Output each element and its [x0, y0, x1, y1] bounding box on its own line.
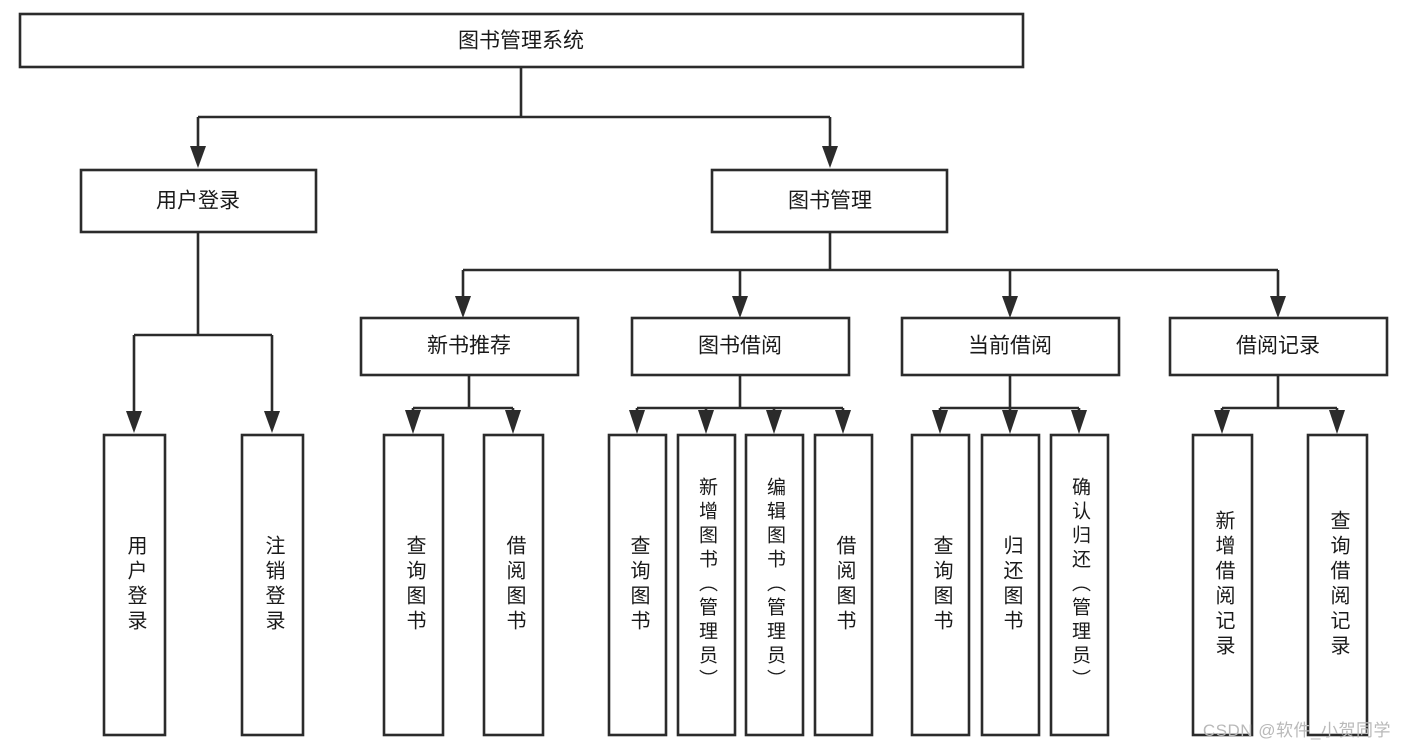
- node-root-box[interactable]: [18, 12, 1025, 69]
- node-leaf-confirm-return[interactable]: [1049, 433, 1110, 737]
- node-leaf-borrow-book-1[interactable]: [482, 433, 545, 737]
- arrow-to-leaf-query-book-2: [629, 410, 645, 434]
- node-user-login-box[interactable]: [79, 168, 318, 234]
- arrow-to-book-borrow: [732, 296, 748, 318]
- connector-layer: [126, 67, 1345, 434]
- arrow-to-leaf-add-record: [1214, 410, 1230, 434]
- node-book-borrow-label: 图书借阅: [698, 335, 782, 358]
- node-leaf-add-book-box[interactable]: [676, 433, 737, 737]
- node-current-borrow-box[interactable]: [900, 316, 1121, 377]
- node-book-borrow-box[interactable]: [630, 316, 851, 377]
- node-book-management-label: 图书管理: [788, 190, 872, 213]
- node-current-borrow[interactable]: 当前借阅: [900, 316, 1121, 377]
- node-leaf-edit-book[interactable]: [744, 433, 805, 737]
- node-new-book-recommend[interactable]: 新书推荐: [359, 316, 580, 377]
- node-root[interactable]: 图书管理系统: [18, 12, 1025, 69]
- arrow-to-leaf-borrow-book-1: [505, 410, 521, 434]
- arrow-root-to-book-management: [822, 146, 838, 168]
- arrow-to-leaf-query-book-3: [932, 410, 948, 434]
- node-leaf-user-login[interactable]: [102, 433, 167, 737]
- arrow-to-current-borrow: [1002, 296, 1018, 318]
- arrow-to-leaf-edit-book: [766, 410, 782, 434]
- arrow-to-leaf-borrow-book-2: [835, 410, 851, 434]
- arrow-to-leaf-query-record: [1329, 410, 1345, 434]
- arrow-to-leaf-logout: [264, 411, 280, 433]
- node-leaf-add-book[interactable]: [676, 433, 737, 737]
- node-leaf-query-book-3-box[interactable]: [910, 433, 971, 737]
- node-leaf-query-book-3[interactable]: [910, 433, 971, 737]
- node-borrow-record[interactable]: 借阅记录: [1168, 316, 1389, 377]
- arrow-to-leaf-return-book: [1002, 410, 1018, 434]
- node-user-login-label: 用户登录: [156, 190, 240, 213]
- node-leaf-confirm-return-box[interactable]: [1049, 433, 1110, 737]
- node-new-book-recommend-label: 新书推荐: [427, 335, 511, 358]
- arrow-to-leaf-query-book-1: [405, 410, 421, 434]
- node-new-book-recommend-box[interactable]: [359, 316, 580, 377]
- node-leaf-query-book-2-box[interactable]: [607, 433, 668, 737]
- arrow-to-borrow-record: [1270, 296, 1286, 318]
- node-book-management-box[interactable]: [710, 168, 949, 234]
- node-leaf-user-login-box[interactable]: [102, 433, 167, 737]
- node-leaf-add-record[interactable]: [1191, 433, 1254, 737]
- arrow-to-leaf-user-login: [126, 411, 142, 433]
- arrow-to-leaf-confirm-return: [1071, 410, 1087, 434]
- node-leaf-borrow-book-2-box[interactable]: [813, 433, 874, 737]
- node-leaf-borrow-book-1-box[interactable]: [482, 433, 545, 737]
- node-leaf-edit-book-box[interactable]: [744, 433, 805, 737]
- node-leaf-logout[interactable]: [240, 433, 305, 737]
- node-current-borrow-label: 当前借阅: [968, 335, 1052, 358]
- node-leaf-borrow-book-2[interactable]: [813, 433, 874, 737]
- arrow-root-to-user-login: [190, 146, 206, 168]
- node-leaf-return-book-box[interactable]: [980, 433, 1041, 737]
- node-leaf-query-book-2[interactable]: [607, 433, 668, 737]
- node-leaf-query-book-1-box[interactable]: [382, 433, 445, 737]
- node-borrow-record-box[interactable]: [1168, 316, 1389, 377]
- arrow-to-new-book-recommend: [455, 296, 471, 318]
- node-user-login[interactable]: 用户登录: [79, 168, 318, 234]
- node-book-borrow[interactable]: 图书借阅: [630, 316, 851, 377]
- node-borrow-record-label: 借阅记录: [1236, 335, 1320, 358]
- node-root-label: 图书管理系统: [458, 30, 584, 53]
- node-leaf-query-book-1[interactable]: [382, 433, 445, 737]
- node-leaf-return-book[interactable]: [980, 433, 1041, 737]
- node-leaf-add-record-box[interactable]: [1191, 433, 1254, 737]
- node-leaf-query-record-box[interactable]: [1306, 433, 1369, 737]
- arrow-to-leaf-add-book: [698, 410, 714, 434]
- node-leaf-logout-box[interactable]: [240, 433, 305, 737]
- node-book-management[interactable]: 图书管理: [710, 168, 949, 234]
- node-leaf-query-record[interactable]: [1306, 433, 1369, 737]
